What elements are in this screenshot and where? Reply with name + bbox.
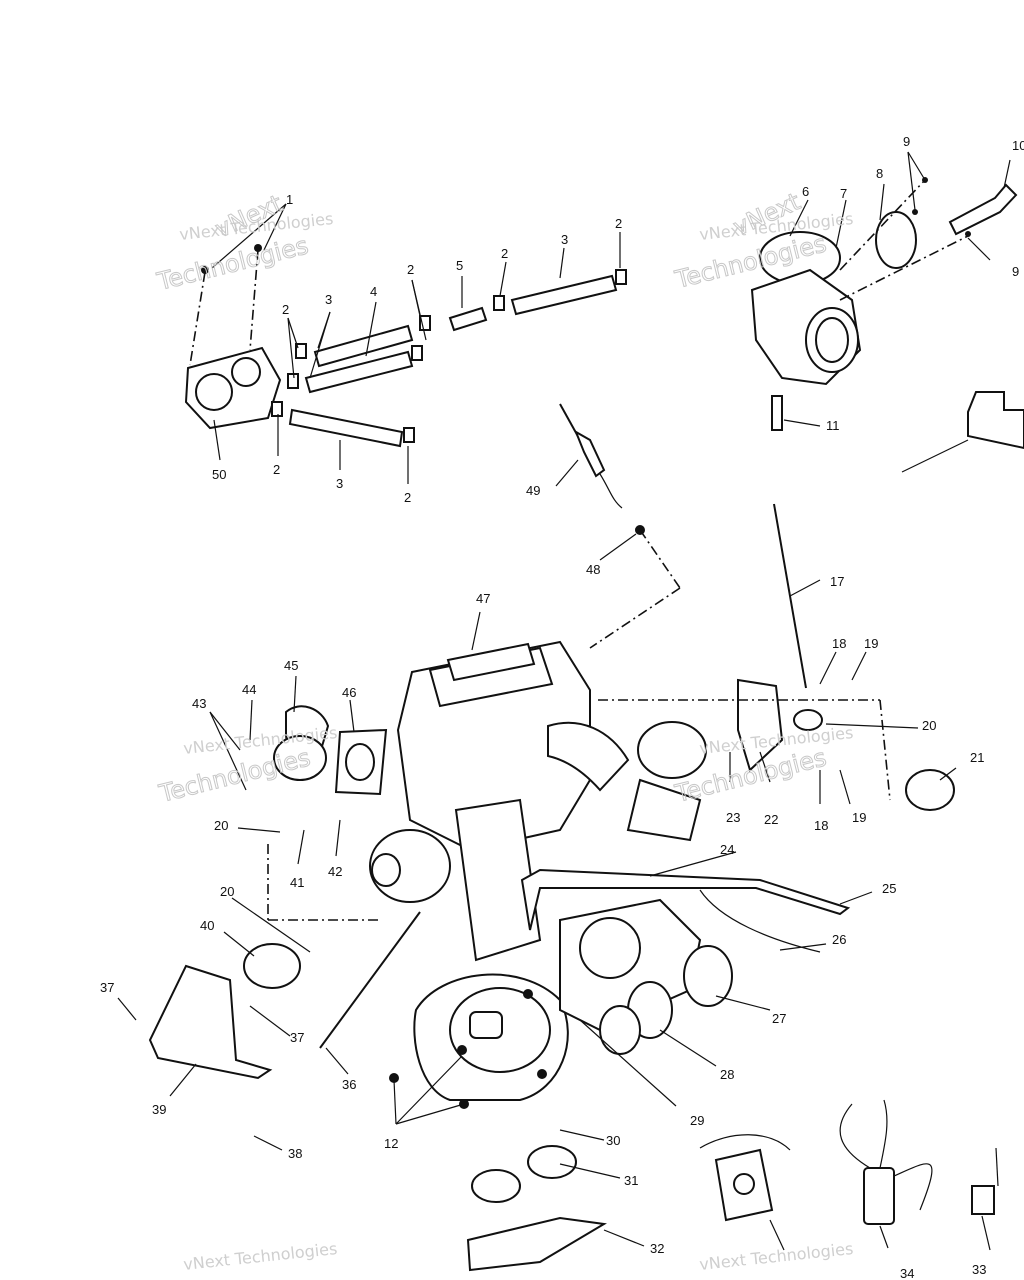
callout-36: 36: [342, 1077, 356, 1092]
callout-39: 39: [152, 1102, 166, 1117]
intake-manifold-left: [273, 705, 388, 796]
callout-30: 30: [606, 1133, 620, 1148]
callout-8: 8: [876, 166, 883, 181]
callout-40: 40: [200, 918, 214, 933]
callout-12: 12: [384, 1136, 398, 1151]
callout-20a: 20: [922, 718, 936, 733]
callout-23: 23: [726, 810, 740, 825]
carburetor-assembly: [750, 177, 1018, 431]
callout-3a: 3: [561, 232, 568, 247]
callout-labels: 1 2 2 2 2 2 2 3 3 3 4 5 6 7 8 9 9 10 11 …: [100, 134, 1024, 1280]
callout-48: 48: [586, 562, 600, 577]
callout-49: 49: [526, 483, 540, 498]
callout-2d: 2: [282, 302, 289, 317]
temp-sensor: [559, 403, 681, 649]
callout-9a: 9: [903, 134, 910, 149]
watermark-text: Technologies: [154, 231, 311, 296]
callout-2c: 2: [407, 262, 414, 277]
callout-38: 38: [288, 1146, 302, 1161]
callout-19a: 19: [864, 636, 878, 651]
callout-28: 28: [720, 1067, 734, 1082]
callout-20c: 20: [220, 884, 234, 899]
frame-bracket: [901, 391, 1024, 473]
callout-26: 26: [832, 932, 846, 947]
fuel-pump-assembly: [184, 244, 282, 430]
fuel-hoses: [271, 269, 627, 448]
callout-50: 50: [212, 467, 226, 482]
callout-27: 27: [772, 1011, 786, 1026]
callout-1: 1: [286, 192, 293, 207]
callout-46: 46: [342, 685, 356, 700]
callout-37b: 37: [290, 1030, 304, 1045]
callout-45: 45: [284, 658, 298, 673]
callout-47: 47: [476, 591, 490, 606]
callout-29: 29: [690, 1113, 704, 1128]
callout-2f: 2: [404, 490, 411, 505]
leader-lines: [117, 151, 1011, 1251]
callout-3c: 3: [336, 476, 343, 491]
watermark-text: Technologies: [156, 743, 313, 808]
callout-42: 42: [328, 864, 342, 879]
callout-20b: 20: [214, 818, 228, 833]
callout-2e: 2: [273, 462, 280, 477]
callout-18a: 18: [832, 636, 846, 651]
watermark-text: vNext Technologies: [698, 1239, 854, 1274]
callout-37a: 37: [100, 980, 114, 995]
callout-22: 22: [764, 812, 778, 827]
callout-21: 21: [970, 750, 984, 765]
callout-17: 17: [830, 574, 844, 589]
callout-32: 32: [650, 1241, 664, 1256]
callout-31: 31: [624, 1173, 638, 1188]
callout-7: 7: [840, 186, 847, 201]
callout-5: 5: [456, 258, 463, 273]
callout-43: 43: [192, 696, 206, 711]
callout-33: 33: [972, 1262, 986, 1277]
engine-mounts: [148, 678, 955, 1272]
callout-41: 41: [290, 875, 304, 890]
callout-18b: 18: [814, 818, 828, 833]
engine-block: [369, 640, 733, 1109]
callout-44: 44: [242, 682, 256, 697]
callout-25: 25: [882, 881, 896, 896]
watermark-text: vNext Technologies: [182, 1239, 338, 1274]
callout-3b: 3: [325, 292, 332, 307]
callout-2b: 2: [501, 246, 508, 261]
callout-2a: 2: [615, 216, 622, 231]
callout-34: 34: [900, 1266, 914, 1280]
callout-10: 10: [1012, 138, 1024, 153]
electrical-parts: [699, 1099, 999, 1225]
callout-11: 11: [826, 418, 840, 433]
callout-19b: 19: [852, 810, 866, 825]
callout-9b: 9: [1012, 264, 1019, 279]
callout-24: 24: [720, 842, 734, 857]
callout-4: 4: [370, 284, 377, 299]
callout-6: 6: [802, 184, 809, 199]
